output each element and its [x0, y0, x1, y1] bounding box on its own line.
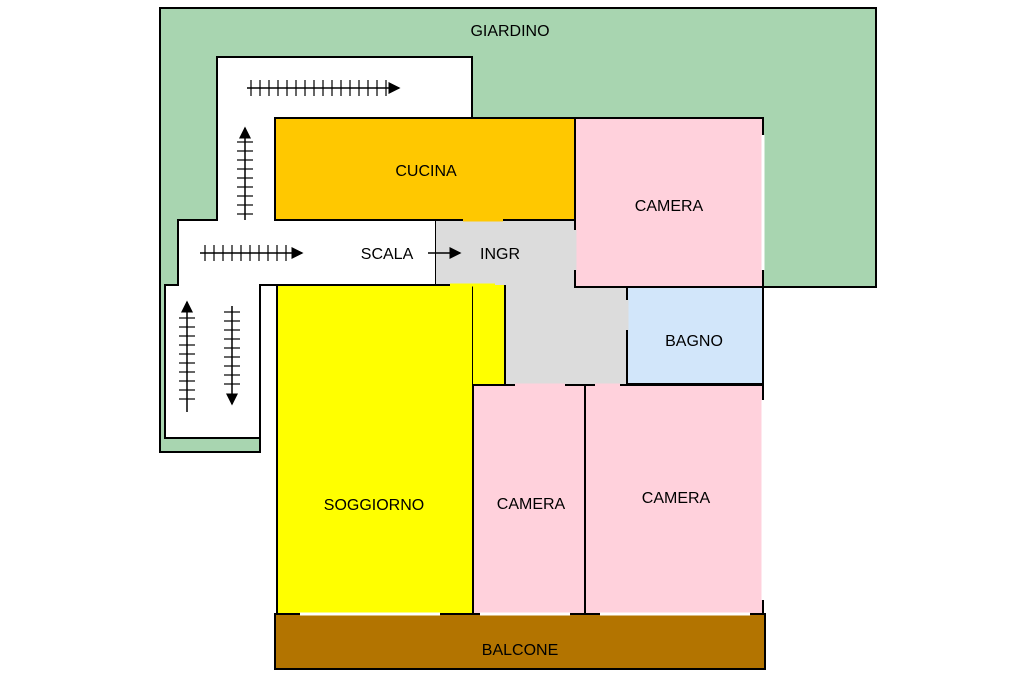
living-room-label: SOGGIORNO: [324, 497, 424, 514]
bedroom-room-3: [584, 384, 764, 615]
entrance-label: INGR: [480, 246, 520, 263]
bathroom-room: [626, 286, 764, 385]
stairs-label: SCALA: [361, 246, 414, 263]
balcony-area: [274, 613, 766, 670]
stair-flight: [200, 245, 304, 261]
kitchen-room: [274, 117, 576, 221]
bedroom-label-1: CAMERA: [635, 198, 704, 215]
stair-flight: [179, 300, 195, 412]
bathroom-label: BAGNO: [665, 333, 723, 350]
window-marks: [300, 135, 765, 616]
stair-flight: [237, 126, 253, 220]
balcony-label: BALCONE: [482, 642, 558, 659]
garden-label: GIARDINO: [470, 23, 549, 40]
bedroom-label-3: CAMERA: [642, 490, 711, 507]
bedroom-label-2: CAMERA: [497, 496, 566, 513]
living-room: [276, 284, 474, 615]
hall-area: [436, 220, 627, 384]
living-room-nook: [473, 285, 505, 385]
stair-flight: [224, 306, 240, 406]
stair-flight: [247, 80, 401, 96]
kitchen-label: CUCINA: [395, 163, 457, 180]
